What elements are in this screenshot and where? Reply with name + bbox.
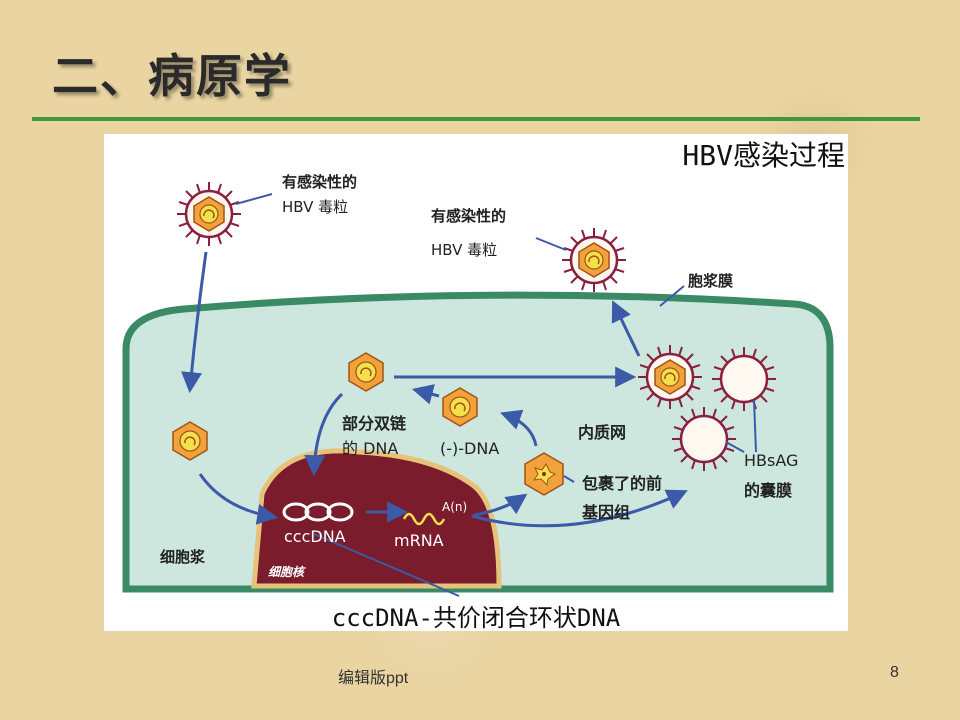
label-partial-ds-2: 的 DNA	[342, 439, 398, 458]
figure-title: HBV感染过程	[682, 139, 845, 172]
release-arrow	[611, 300, 641, 357]
infectious-virion-released	[562, 228, 626, 292]
label-virus-in-1: 有感染性的	[282, 173, 357, 191]
pathway-arrows	[181, 251, 688, 528]
mrna-to-pregenome-arrow	[473, 493, 528, 517]
entry-arrow	[181, 251, 208, 394]
leader-lines	[235, 193, 757, 597]
title-divider	[32, 117, 920, 121]
recycle-to-nucleus-arrow	[304, 392, 344, 477]
to-nucleus-arrow	[198, 473, 279, 525]
label-cytoplasm: 细胞浆	[160, 548, 206, 566]
minus-to-partial-arrow	[411, 384, 440, 405]
label-hbsag-1: HBsAG	[744, 451, 798, 470]
label-polya: A(n)	[442, 500, 467, 514]
label-er: 内质网	[578, 423, 626, 442]
mrna-to-er-arrow	[471, 489, 688, 528]
hbsag-envelope-1	[712, 347, 776, 411]
diagram-canvas: HBV感染过程	[122, 139, 845, 631]
label-virus-in-2: HBV 毒粒	[282, 198, 348, 216]
label-pregenome-2: 基因组	[581, 503, 630, 522]
label-mrna: mRNA	[394, 531, 444, 550]
pregenome-to-minus-dna-arrow	[500, 409, 538, 447]
label-partial-ds-1: 部分双链	[342, 414, 407, 433]
footer-text: 编辑版ppt	[338, 670, 409, 687]
encapsidated-pregenome	[524, 452, 564, 496]
hbv-infection-diagram: HBV感染过程	[104, 134, 848, 631]
page-number: 8	[890, 664, 899, 681]
figure-caption: cccDNA-共价闭合环状DNA	[332, 604, 621, 631]
virion-at-er	[638, 345, 702, 409]
label-plasma-membrane: 胞浆膜	[687, 272, 733, 290]
label-cccdna: cccDNA	[284, 527, 346, 546]
mrna-strand	[402, 512, 446, 526]
label-minus-dna: (-)-DNA	[440, 439, 499, 458]
infectious-virion-entering	[177, 182, 241, 246]
label-virus-out-1: 有感染性的	[431, 207, 506, 225]
cccdna-rings	[282, 502, 354, 522]
label-hbsag-2: 的囊膜	[744, 481, 792, 500]
label-nucleus: 细胞核	[268, 565, 306, 579]
nucleus	[251, 448, 502, 589]
slide-title: 二、病原学	[52, 49, 292, 103]
hbsag-envelope-2	[672, 407, 736, 471]
label-virus-out-2: HBV 毒粒	[431, 241, 497, 259]
label-pregenome-1: 包裹了的前	[582, 474, 662, 493]
